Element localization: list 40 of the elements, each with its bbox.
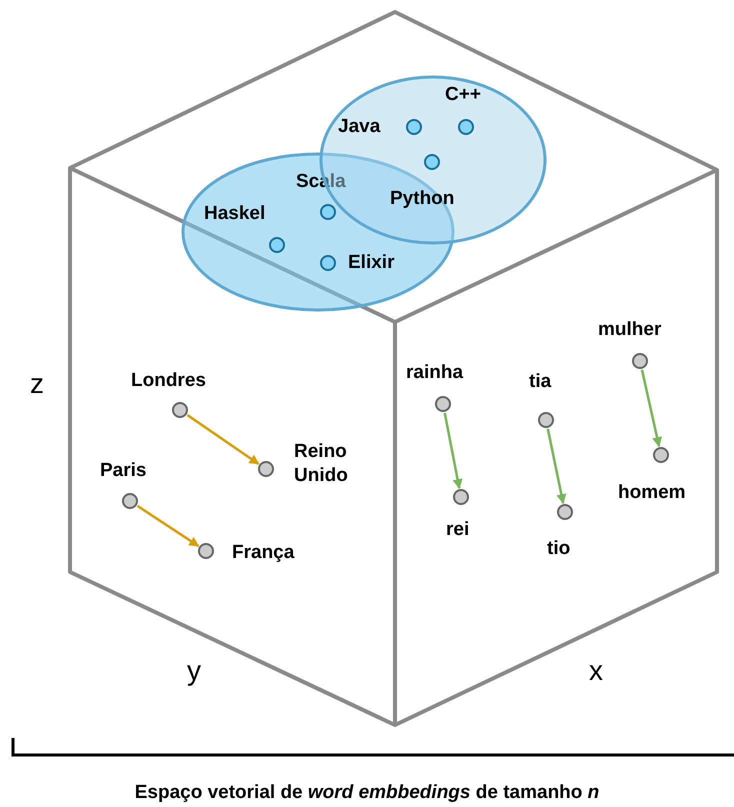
word-label: França: [232, 541, 294, 565]
word-label: Reino Unido: [294, 440, 349, 488]
word-label: tia: [529, 370, 552, 394]
word-label: rei: [446, 518, 470, 542]
point-marker: [320, 255, 336, 271]
word-label: rainha: [406, 361, 464, 385]
point-marker: [258, 461, 274, 477]
word-label: tio: [547, 537, 570, 561]
word-label: Elixir: [348, 251, 394, 275]
point-marker: [269, 237, 285, 253]
point-marker: [458, 119, 474, 135]
caption: Espaço vetorial de word embbedings de tamanho n: [134, 781, 600, 805]
point-marker: [653, 447, 669, 463]
axis-label: z: [30, 368, 44, 400]
arrow: [186, 414, 260, 465]
word-label: Londres: [131, 369, 206, 393]
arrow: [640, 370, 662, 448]
word-label: Python: [390, 187, 454, 211]
arrow: [443, 412, 462, 490]
axis-label: x: [589, 655, 603, 687]
axis-label: y: [187, 655, 201, 687]
word-label: Java: [338, 115, 380, 139]
point-marker: [557, 504, 573, 520]
arrow: [136, 504, 200, 548]
point-marker: [632, 353, 648, 369]
point-marker: [172, 402, 188, 418]
point-marker: [453, 489, 469, 505]
point-marker: [122, 493, 138, 509]
word-label: mulher: [598, 318, 662, 342]
point-marker: [424, 154, 440, 170]
point-marker: [435, 396, 451, 412]
word-label: C++: [445, 83, 481, 107]
word-label: homem: [618, 481, 686, 505]
arrow: [546, 428, 566, 504]
point-marker: [406, 119, 422, 135]
point-marker: [320, 204, 336, 220]
point-marker: [538, 412, 554, 428]
word-label: Paris: [100, 459, 146, 483]
point-marker: [198, 543, 214, 559]
word-label: Haskel: [204, 202, 266, 226]
